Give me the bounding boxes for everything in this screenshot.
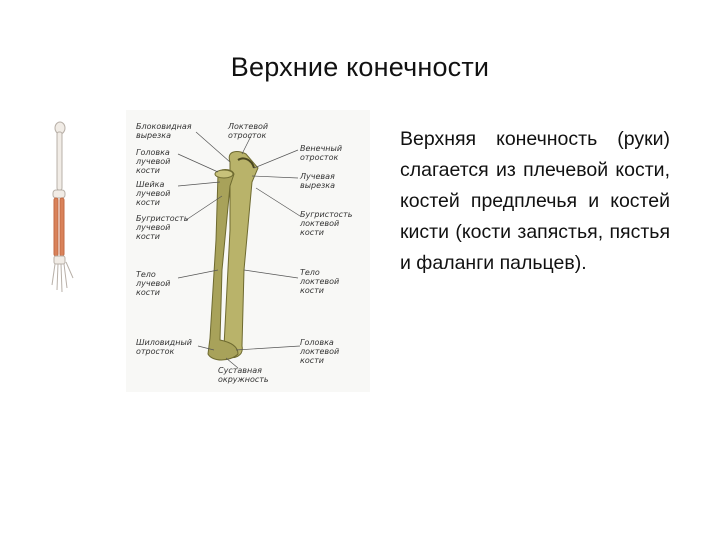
forearm-bones-drawing (177, 131, 301, 369)
label-radial-notch: Лучевая вырезка (300, 172, 336, 190)
label-radius-neck: Шейка лучевой кости (136, 180, 171, 207)
slide-title: Верхние конечности (230, 52, 490, 82)
body-paragraph: Верхняя конечность (руки) слагается из п… (400, 128, 670, 274)
label-radius-body: Тело лучевой кости (136, 270, 171, 297)
label-articular-circumference: Суставная окружность (218, 366, 269, 384)
label-styloid-process: Шиловидный отросток (136, 338, 192, 356)
label-trochlear-notch: Блоковидная вырезка (136, 122, 192, 140)
label-radial-tuberosity: Бугристость лучевой кости (136, 214, 189, 241)
label-ulna-body: Тело локтевой кости (300, 268, 340, 295)
label-radius-head: Головка лучевой кости (136, 148, 171, 175)
label-coronoid-process: Венечный отросток (300, 144, 343, 162)
label-olecranon: Локтевой отросток (228, 122, 269, 140)
label-ulna-head: Головка локтевой кости (300, 338, 340, 365)
arm-skeleton-image (40, 120, 90, 295)
label-ulnar-tuberosity: Бугристость локтевой кости (300, 210, 353, 237)
forearm-bones-figure: Блоковидная вырезка Головка лучевой кост… (126, 110, 370, 392)
